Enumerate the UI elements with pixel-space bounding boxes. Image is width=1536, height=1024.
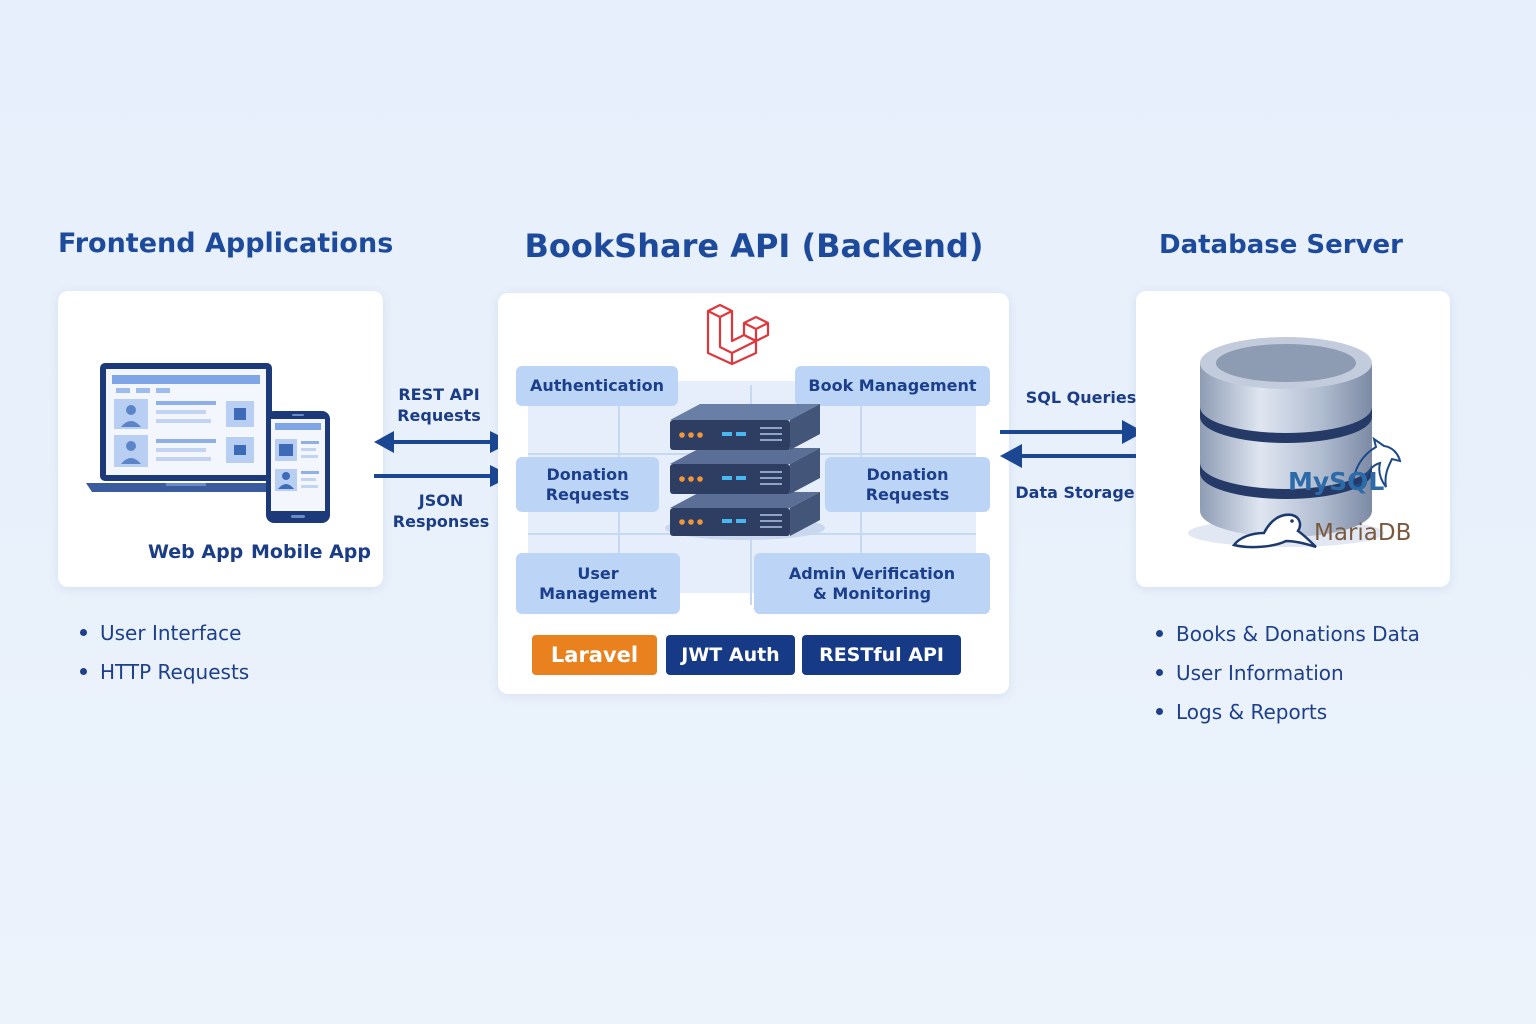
- list-item: Logs & Reports: [1156, 699, 1420, 738]
- mysql-label: MySQL: [1288, 467, 1385, 496]
- database-card: MySQL MariaDB: [1136, 291, 1450, 587]
- mobile-app-label: Mobile App: [251, 541, 371, 563]
- dolphin-icon: [1350, 437, 1402, 489]
- backend-card: Authentication Book Management Donation …: [498, 293, 1009, 694]
- database-bullets: Books & Donations Data User Information …: [1156, 621, 1420, 738]
- database-title: Database Server: [1158, 230, 1403, 260]
- list-item: User Interface: [80, 620, 249, 659]
- bidirectional-arrow-icon: [374, 431, 512, 487]
- frontend-bullets: User Interface HTTP Requests: [80, 620, 249, 698]
- database-cylinder-icon: [1188, 337, 1384, 547]
- module-admin-verification: Admin Verification & Monitoring: [754, 553, 990, 614]
- sql-queries-label: SQL Queries: [1025, 388, 1137, 407]
- server-stack-icon: [665, 404, 825, 540]
- module-donation-requests-left: Donation Requests: [516, 457, 659, 512]
- data-storage-label: Data Storage: [1015, 483, 1135, 502]
- tech-chip-laravel: Laravel: [532, 635, 657, 675]
- backend-title: BookShare API (Backend): [524, 227, 984, 265]
- web-app-label: Web App: [148, 541, 244, 563]
- frontend-title: Frontend Applications: [58, 228, 394, 259]
- list-item: User Information: [1156, 660, 1420, 699]
- module-authentication: Authentication: [516, 366, 678, 406]
- module-book-management: Book Management: [795, 366, 990, 406]
- mariadb-label: MariaDB: [1314, 520, 1412, 546]
- seal-icon: [1231, 513, 1317, 549]
- laravel-logo-icon: [706, 303, 770, 365]
- list-item: Books & Donations Data: [1156, 621, 1420, 660]
- rest-api-requests-label: REST API Requests: [397, 385, 481, 425]
- frontend-card: Web App Mobile App: [58, 291, 383, 587]
- tech-chip-jwt-auth: JWT Auth: [666, 635, 795, 675]
- laptop-icon: [86, 363, 286, 492]
- tech-chip-restful-api: RESTful API: [802, 635, 961, 675]
- json-responses-label: JSON Responses: [392, 491, 490, 531]
- list-item: HTTP Requests: [80, 659, 249, 698]
- phone-icon: [266, 411, 330, 523]
- module-donation-requests-right: Donation Requests: [825, 457, 990, 512]
- module-user-management: User Management: [516, 553, 680, 614]
- db-arrows-icon: [1000, 420, 1144, 468]
